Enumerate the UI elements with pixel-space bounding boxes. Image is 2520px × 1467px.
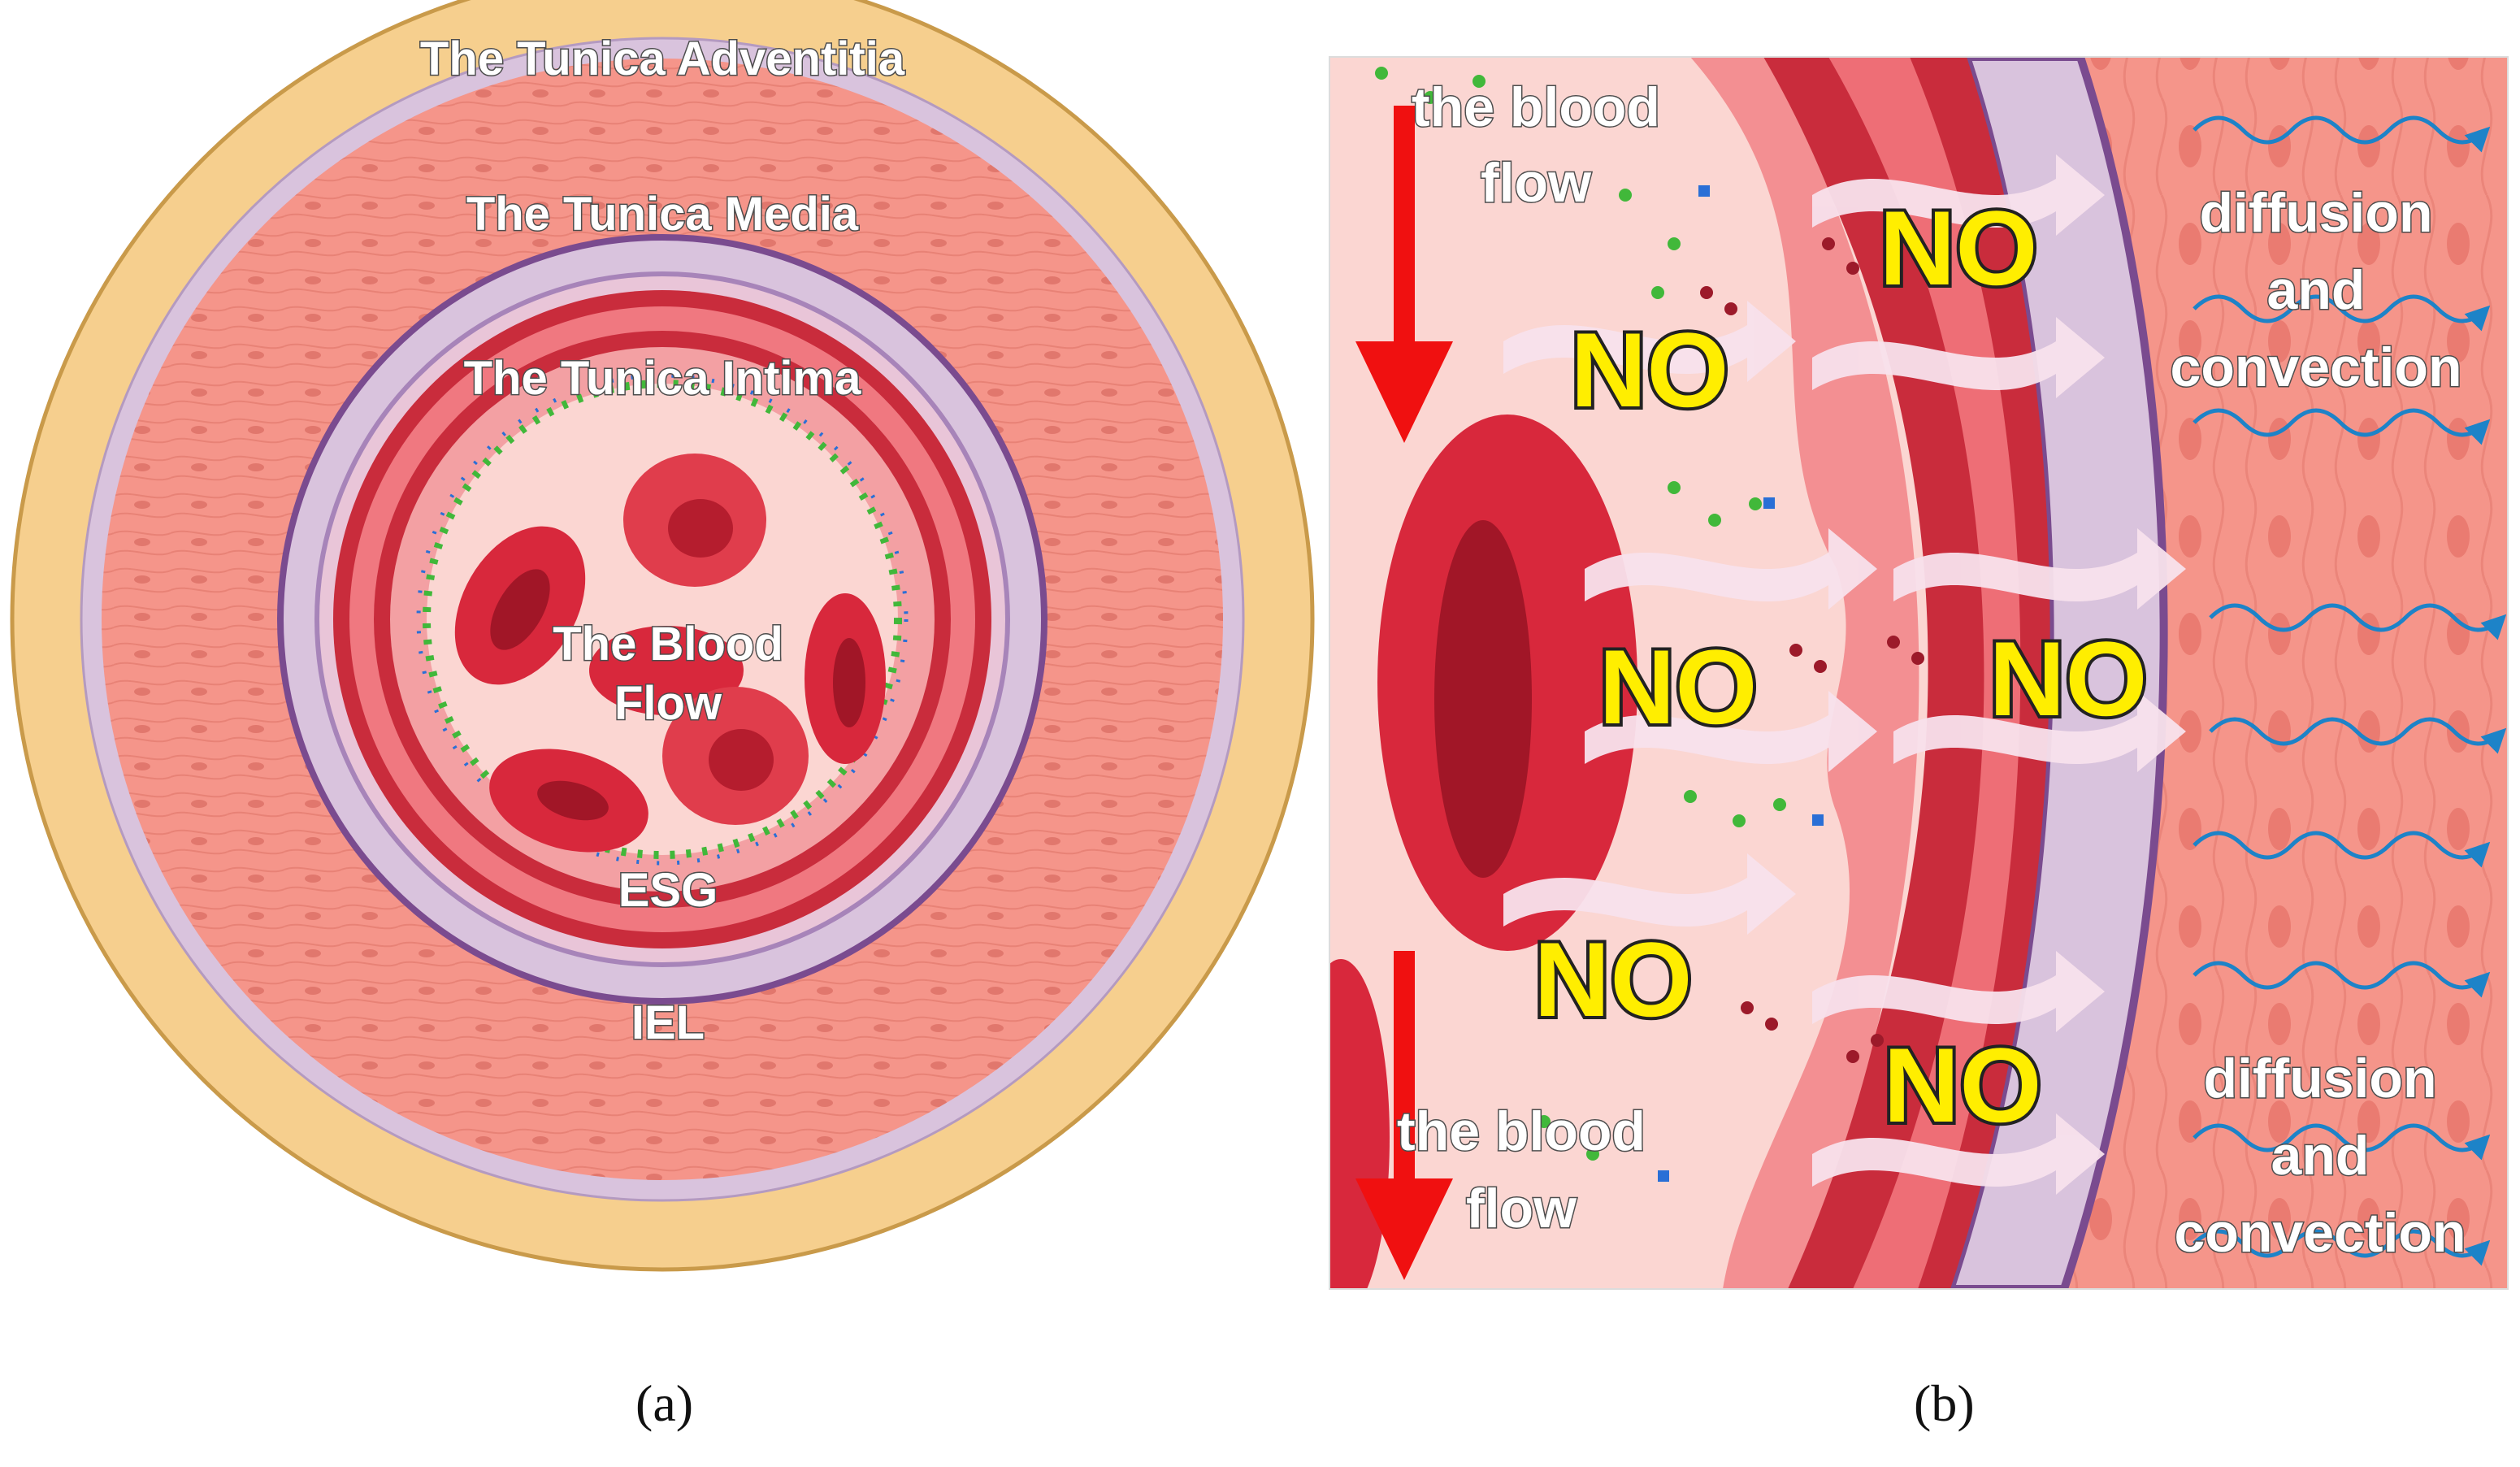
label-flow-bottom-line2: flow xyxy=(1466,1178,1577,1239)
panel-a-cross-section: The Tunica Adventitia The Tunica Media T… xyxy=(10,0,1315,1272)
diffusion-waves xyxy=(2193,115,2507,1266)
label-tunica-adventitia: The Tunica Adventitia xyxy=(420,33,905,85)
no-molecules xyxy=(1700,237,1924,1063)
label-diffusion-bottom-line1: diffusion xyxy=(2203,1048,2436,1109)
label-no-6: NO xyxy=(1884,1026,2042,1144)
label-blood-flow-line2: Flow xyxy=(614,677,722,730)
label-no-5: NO xyxy=(1534,920,1693,1039)
caption-panel-a: (a) xyxy=(635,1374,694,1432)
label-diffusion-top-line1: diffusion xyxy=(2199,182,2432,244)
red-blood-cell xyxy=(589,626,744,715)
no-release-arrows xyxy=(1503,154,2186,1195)
label-blood-flow-line1: The Blood xyxy=(553,618,783,671)
caption-panel-b: (b) xyxy=(1914,1374,1975,1432)
label-diffusion-top-line3: convection xyxy=(2171,336,2462,398)
blood-flow-arrow-top xyxy=(1355,106,1453,443)
label-no-4: NO xyxy=(1989,619,2148,738)
glycocalyx-ring xyxy=(423,380,902,859)
glycocalyx xyxy=(1359,67,1786,1274)
label-tunica-intima: The Tunica Intima xyxy=(464,352,861,405)
label-flow-bottom-line1: the blood xyxy=(1397,1100,1646,1162)
label-no-3: NO xyxy=(1599,627,1758,746)
label-flow-top-line1: the blood xyxy=(1412,76,1660,138)
label-diffusion-bottom-line3: convection xyxy=(2175,1202,2466,1264)
blood-flow-arrow-bottom xyxy=(1355,951,1453,1280)
label-diffusion-bottom-line2: and xyxy=(2271,1125,2370,1187)
panel-b-vessel-wall-detail xyxy=(1329,57,2508,1289)
label-diffusion-top-line2: and xyxy=(2267,259,2366,321)
label-esg: ESG xyxy=(618,864,718,917)
panel-b-frame xyxy=(1329,56,2509,1290)
label-tunica-media: The Tunica Media xyxy=(466,188,859,241)
label-flow-top-line2: flow xyxy=(1481,152,1592,214)
label-no-2: NO xyxy=(1571,310,1729,429)
label-iel: IEL xyxy=(631,996,705,1049)
label-no-1: NO xyxy=(1880,189,2038,307)
red-blood-cells xyxy=(454,454,886,853)
